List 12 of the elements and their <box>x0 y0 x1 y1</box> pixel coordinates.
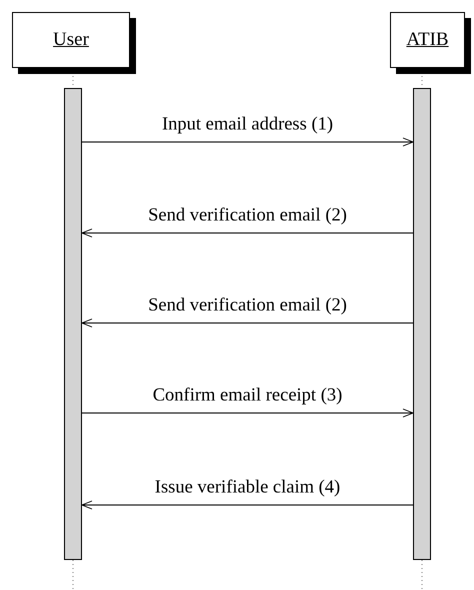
message-arrow <box>82 138 414 146</box>
message-arrow <box>82 228 414 238</box>
edge-label: Issue verifiable claim (4) <box>152 478 342 499</box>
message-arrow <box>82 318 414 328</box>
message-arrow <box>82 500 414 510</box>
edge-label: Input email address (1) <box>160 114 336 136</box>
activation-bar <box>64 88 82 560</box>
edge-label: Send verification email (2) <box>146 296 349 317</box>
message-arrow <box>82 408 414 418</box>
edge-label: Confirm email receipt (3) <box>150 386 344 407</box>
activation-bar <box>413 88 431 560</box>
edge-label: Send verification email (2) <box>146 206 349 227</box>
